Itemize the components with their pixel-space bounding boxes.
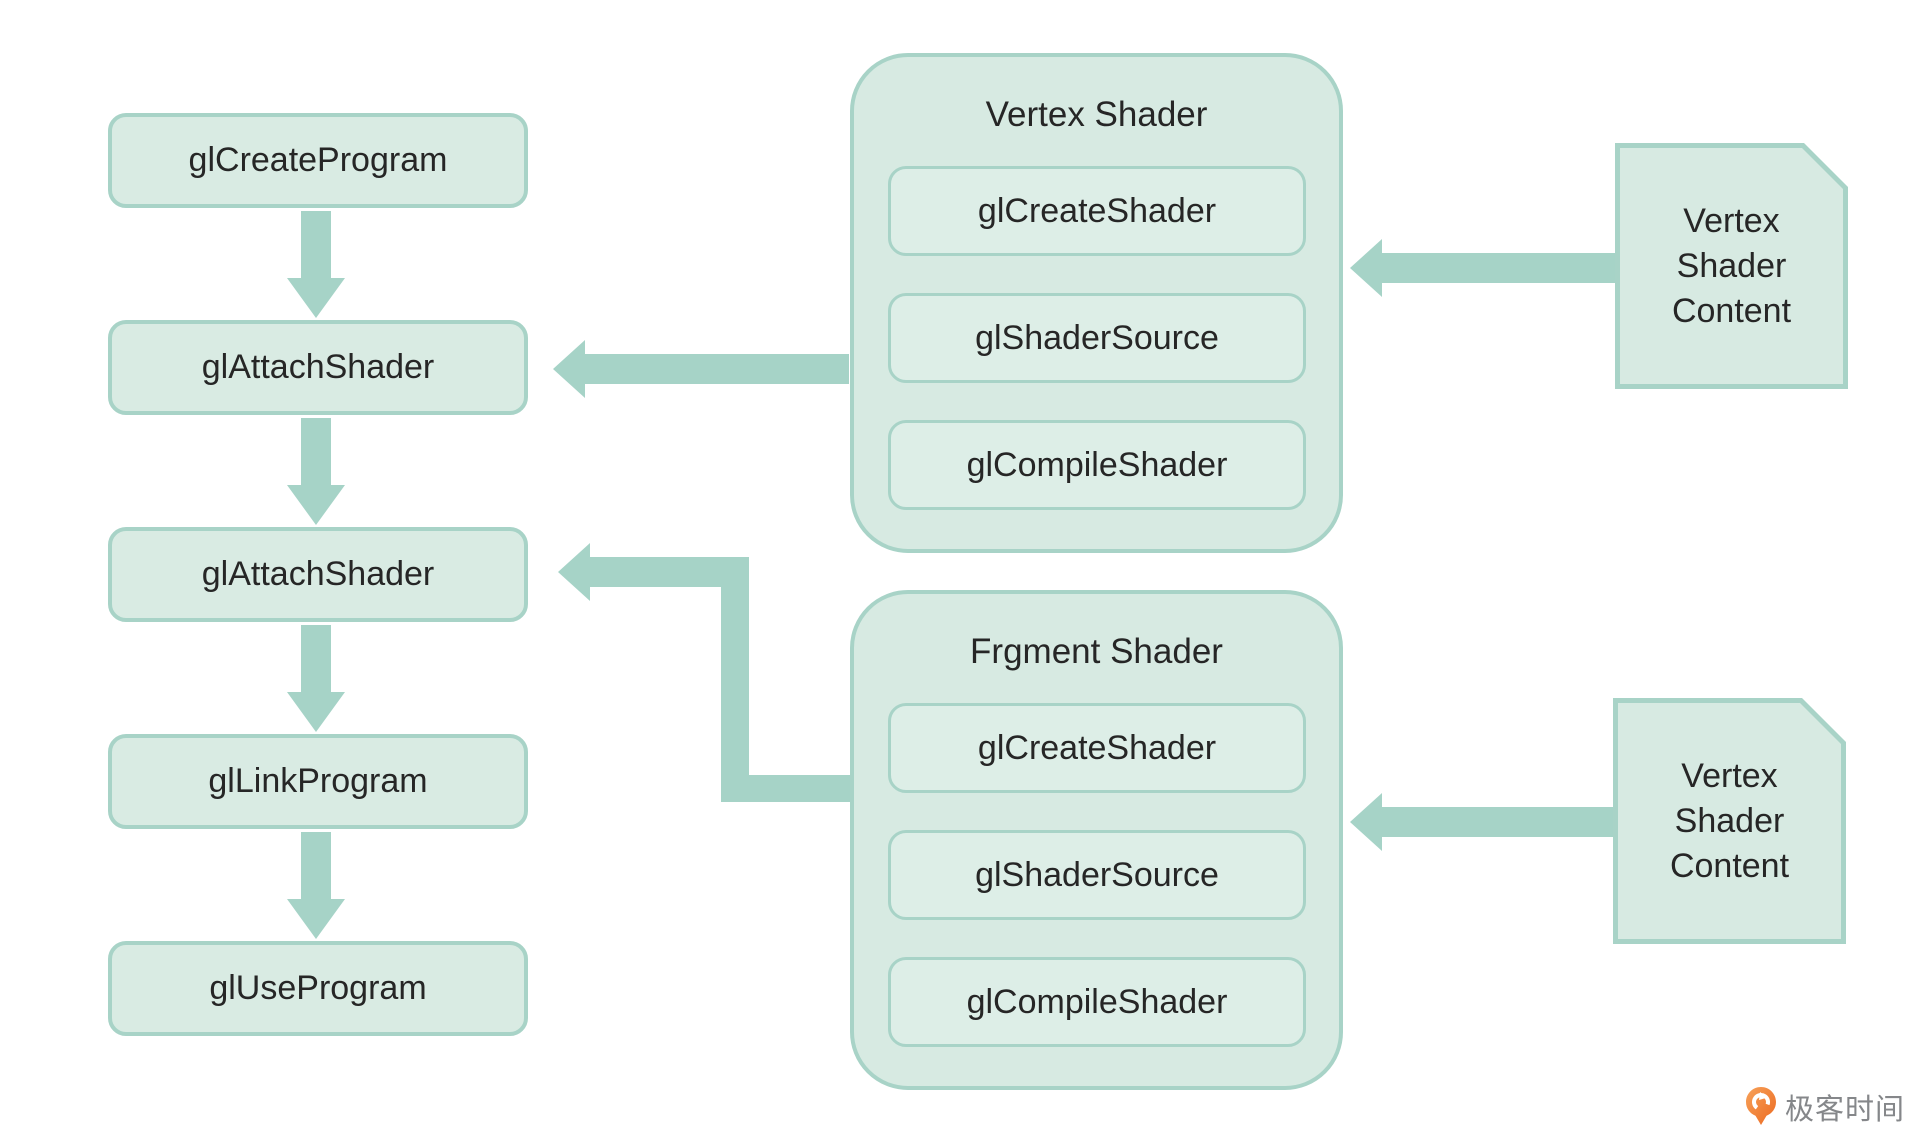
flow-step-gllinkprogram: glLinkProgram — [108, 734, 528, 829]
fragment-shader-group-title: Frgment Shader — [970, 632, 1223, 671]
flow-step-label: glAttachShader — [201, 348, 435, 386]
fragment-step-glshadersource: glShaderSource — [888, 830, 1306, 920]
vertex-shader-group: Vertex Shader glCreateShader glShaderSou… — [850, 53, 1343, 553]
geektime-logo-text: 极客时间 — [1785, 1094, 1906, 1126]
arrow-doc1-to-vertex-icon — [1350, 239, 1616, 297]
fragment-step-label: glShaderSource — [975, 855, 1219, 894]
document-line: Shader — [1676, 246, 1787, 285]
fragment-shader-group: Frgment Shader glCreateShader glShaderSo… — [850, 590, 1343, 1090]
flow-step-glattachshader-2: glAttachShader — [108, 527, 528, 622]
document-line: Vertex — [1683, 201, 1780, 240]
vertex-step-glcompileshader: glCompileShader — [888, 420, 1306, 510]
vertex-shader-content-doc-1: Vertex Shader Content — [1615, 143, 1848, 389]
vertex-step-label: glCreateShader — [977, 191, 1217, 230]
fragment-step-glcreateshader: glCreateShader — [888, 703, 1306, 793]
fragment-step-label: glCreateShader — [977, 728, 1217, 767]
vertex-step-label: glCompileShader — [966, 445, 1228, 484]
flow-step-label: glUseProgram — [209, 969, 427, 1007]
flow-step-glcreateprogram: glCreateProgram — [108, 113, 528, 208]
vertex-shader-content-doc-2: Vertex Shader Content — [1613, 698, 1846, 944]
document-body: Vertex Shader Content — [1618, 703, 1841, 939]
vertex-step-glshadersource: glShaderSource — [888, 293, 1306, 383]
arrow-down-create-to-attach-icon — [287, 211, 345, 318]
flow-step-gluseprogram: glUseProgram — [108, 941, 528, 1036]
arrow-doc2-to-fragment-icon — [1350, 793, 1614, 851]
arrow-down-attach-to-attach-icon — [287, 418, 345, 525]
document-body: Vertex Shader Content — [1620, 148, 1843, 384]
arrow-vertex-to-attachshader-icon — [553, 340, 849, 398]
flow-step-glattachshader-1: glAttachShader — [108, 320, 528, 415]
flow-step-label: glAttachShader — [201, 555, 435, 593]
geektime-logo: 极客时间 — [1746, 1086, 1905, 1128]
vertex-shader-group-title: Vertex Shader — [985, 95, 1208, 134]
document-line: Content — [1669, 846, 1790, 885]
flow-step-label: glLinkProgram — [208, 762, 428, 800]
vertex-step-label: glShaderSource — [975, 318, 1219, 357]
arrow-fragment-to-attachshader-icon — [558, 543, 850, 802]
document-line: Content — [1671, 291, 1792, 330]
flow-step-label: glCreateProgram — [188, 141, 448, 179]
document-line: Vertex — [1681, 756, 1778, 795]
arrow-down-attach-to-link-icon — [287, 625, 345, 732]
arrow-down-link-to-use-icon — [287, 832, 345, 939]
geektime-pin-icon — [1746, 1087, 1776, 1125]
vertex-step-glcreateshader: glCreateShader — [888, 166, 1306, 256]
fragment-step-glcompileshader: glCompileShader — [888, 957, 1306, 1047]
fragment-step-label: glCompileShader — [966, 982, 1228, 1021]
document-line: Shader — [1674, 801, 1785, 840]
